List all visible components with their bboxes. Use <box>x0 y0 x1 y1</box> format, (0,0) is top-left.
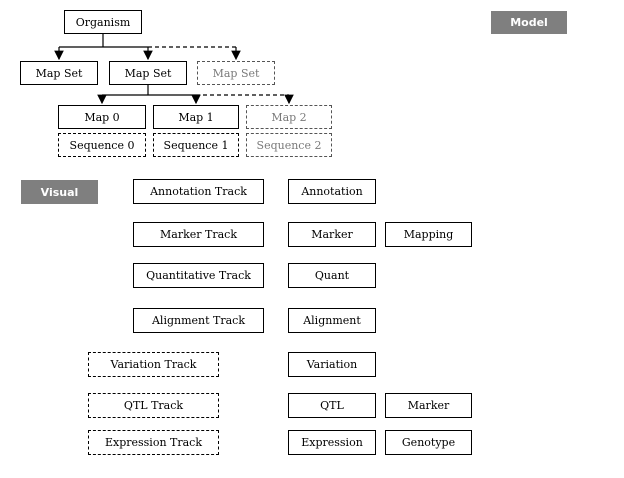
map-node-1: Map 1 <box>153 105 239 129</box>
track-variation: Variation Track <box>88 352 219 377</box>
data-expression: Expression <box>288 430 376 455</box>
data-qtl-marker: Marker <box>385 393 472 418</box>
organism-node: Organism <box>64 10 142 34</box>
mapset-node-2: Map Set <box>197 61 275 85</box>
track-alignment: Alignment Track <box>133 308 264 333</box>
map-node-2: Map 2 <box>246 105 332 129</box>
data-mapping: Mapping <box>385 222 472 247</box>
data-variation: Variation <box>288 352 376 377</box>
data-alignment: Alignment <box>288 308 376 333</box>
visual-label: Visual <box>21 180 98 204</box>
data-annotation: Annotation <box>288 179 376 204</box>
map-node-0: Map 0 <box>58 105 146 129</box>
sequence-node-1: Sequence 1 <box>153 133 239 157</box>
mapset-node-0: Map Set <box>20 61 98 85</box>
sequence-node-2: Sequence 2 <box>246 133 332 157</box>
track-annotation: Annotation Track <box>133 179 264 204</box>
sequence-node-0: Sequence 0 <box>58 133 146 157</box>
track-quantitative: Quantitative Track <box>133 263 264 288</box>
data-qtl: QTL <box>288 393 376 418</box>
track-expression: Expression Track <box>88 430 219 455</box>
track-qtl: QTL Track <box>88 393 219 418</box>
mapset-node-1: Map Set <box>109 61 187 85</box>
model-label: Model <box>491 11 567 34</box>
data-genotype: Genotype <box>385 430 472 455</box>
data-quant: Quant <box>288 263 376 288</box>
data-marker: Marker <box>288 222 376 247</box>
track-marker: Marker Track <box>133 222 264 247</box>
